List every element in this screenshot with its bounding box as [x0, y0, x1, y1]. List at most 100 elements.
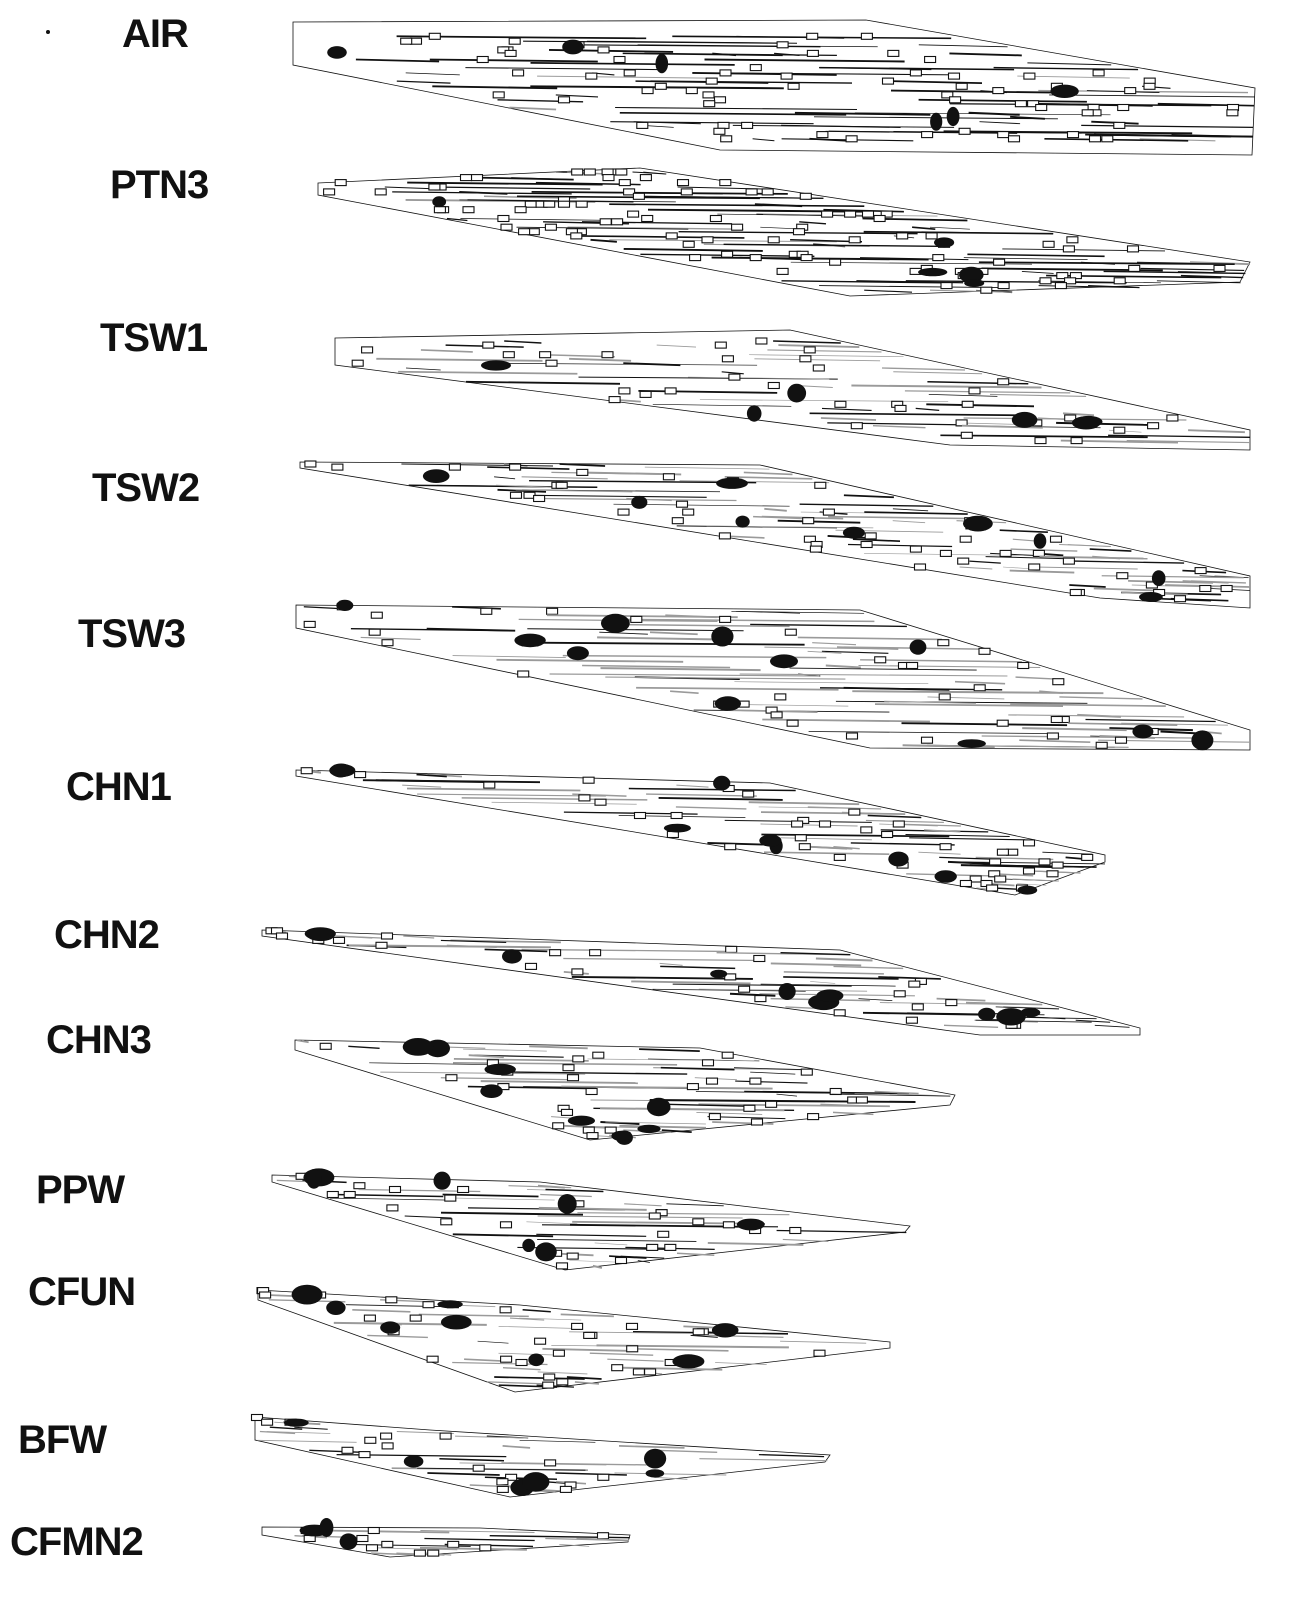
- cell-block: [382, 1541, 393, 1547]
- cell-block: [715, 97, 726, 103]
- cell-streak: [960, 567, 993, 569]
- cell-block: [987, 885, 998, 891]
- cell-block: [1029, 564, 1040, 570]
- cell-block: [687, 1084, 698, 1090]
- cell-streak: [893, 521, 925, 523]
- cell-block: [1128, 246, 1139, 252]
- slab-outline: [300, 462, 1250, 608]
- cell-streak: [916, 408, 940, 410]
- cell-streak: [969, 113, 1020, 115]
- cell-block: [1036, 105, 1047, 111]
- cell-block: [672, 518, 683, 524]
- cell-block: [501, 1222, 512, 1228]
- cell-streak: [481, 1081, 638, 1083]
- cell-block: [1125, 88, 1136, 94]
- cell-streak: [909, 838, 1025, 840]
- cell-streak: [503, 1368, 541, 1370]
- cell-block: [1018, 663, 1029, 669]
- cell-streak: [650, 632, 698, 634]
- cell-block: [830, 259, 841, 265]
- cell-block: [1227, 110, 1238, 116]
- cell-streak: [504, 341, 541, 343]
- slab-ptn3: [318, 168, 1250, 296]
- cell-block: [1200, 586, 1211, 592]
- cell-block: [616, 169, 627, 175]
- cell-cluster: [672, 1354, 704, 1368]
- cell-cluster: [481, 360, 511, 370]
- cell-streak: [812, 643, 856, 645]
- cell-block: [563, 1065, 574, 1071]
- cell-cluster: [1017, 886, 1037, 895]
- cell-block: [961, 432, 972, 438]
- cell-streak: [430, 187, 590, 189]
- cell-streak: [398, 372, 577, 374]
- cell-streak: [577, 1539, 630, 1541]
- cell-block: [560, 1486, 571, 1492]
- cell-cluster: [770, 654, 798, 668]
- cell-streak: [646, 794, 757, 796]
- cell-streak: [1016, 677, 1057, 679]
- cell-block: [427, 1356, 438, 1362]
- cell-cluster: [1072, 416, 1100, 429]
- cell-streak: [595, 1243, 628, 1245]
- cell-block: [355, 772, 366, 778]
- cell-block: [497, 1479, 508, 1485]
- cell-block: [637, 122, 648, 128]
- cell-block: [544, 201, 555, 207]
- cell-block: [807, 33, 818, 39]
- cell-block: [252, 1415, 263, 1421]
- cell-streak: [764, 509, 787, 511]
- cell-block: [598, 1533, 609, 1539]
- cell-block: [371, 612, 382, 618]
- cell-streak: [722, 372, 744, 374]
- cell-block: [1071, 438, 1082, 444]
- cell-streak: [367, 1335, 428, 1337]
- cell-block: [635, 813, 646, 819]
- cell-streak: [798, 637, 942, 639]
- cell-block: [567, 1253, 578, 1259]
- cell-block: [762, 189, 773, 195]
- cell-cluster: [284, 1419, 309, 1427]
- cell-cluster: [779, 983, 796, 1000]
- cell-block: [633, 193, 644, 199]
- cell-block: [1051, 536, 1062, 542]
- cell-streak: [1157, 281, 1241, 283]
- cell-cluster: [535, 1242, 557, 1261]
- cell-block: [352, 360, 363, 366]
- cell-block: [800, 193, 811, 199]
- cell-block: [633, 1369, 644, 1375]
- cell-block: [428, 1550, 439, 1556]
- cell-streak: [632, 1349, 729, 1351]
- cell-block: [481, 608, 492, 614]
- cell-block: [799, 844, 810, 850]
- cell-block: [1148, 423, 1159, 429]
- cell-block: [723, 1222, 734, 1228]
- cell-block: [1117, 573, 1128, 579]
- cell-block: [962, 401, 973, 407]
- cell-streak: [577, 1213, 789, 1215]
- cell-block: [1063, 558, 1074, 564]
- cell-block: [332, 464, 343, 470]
- cell-streak: [258, 1440, 357, 1442]
- cell-streak: [546, 1190, 604, 1192]
- cell-block: [387, 1205, 398, 1211]
- cell-block: [742, 122, 753, 128]
- cell-cluster: [713, 776, 730, 791]
- cell-block: [429, 184, 440, 190]
- cell-block: [1221, 586, 1232, 592]
- cell-block: [768, 383, 779, 389]
- cell-block: [910, 70, 921, 76]
- cell-block: [834, 1010, 845, 1016]
- cell-block: [1063, 246, 1074, 252]
- cell-block: [429, 33, 440, 39]
- cell-block: [461, 175, 472, 181]
- cell-block: [678, 180, 689, 186]
- cell-streak: [1010, 571, 1075, 573]
- cell-block: [732, 224, 743, 230]
- cell-streak: [844, 495, 894, 497]
- cell-block: [998, 283, 1009, 289]
- cell-streak: [486, 363, 757, 365]
- cell-streak: [439, 1459, 504, 1461]
- cell-cluster: [522, 1472, 549, 1492]
- cell-cluster: [485, 1064, 516, 1075]
